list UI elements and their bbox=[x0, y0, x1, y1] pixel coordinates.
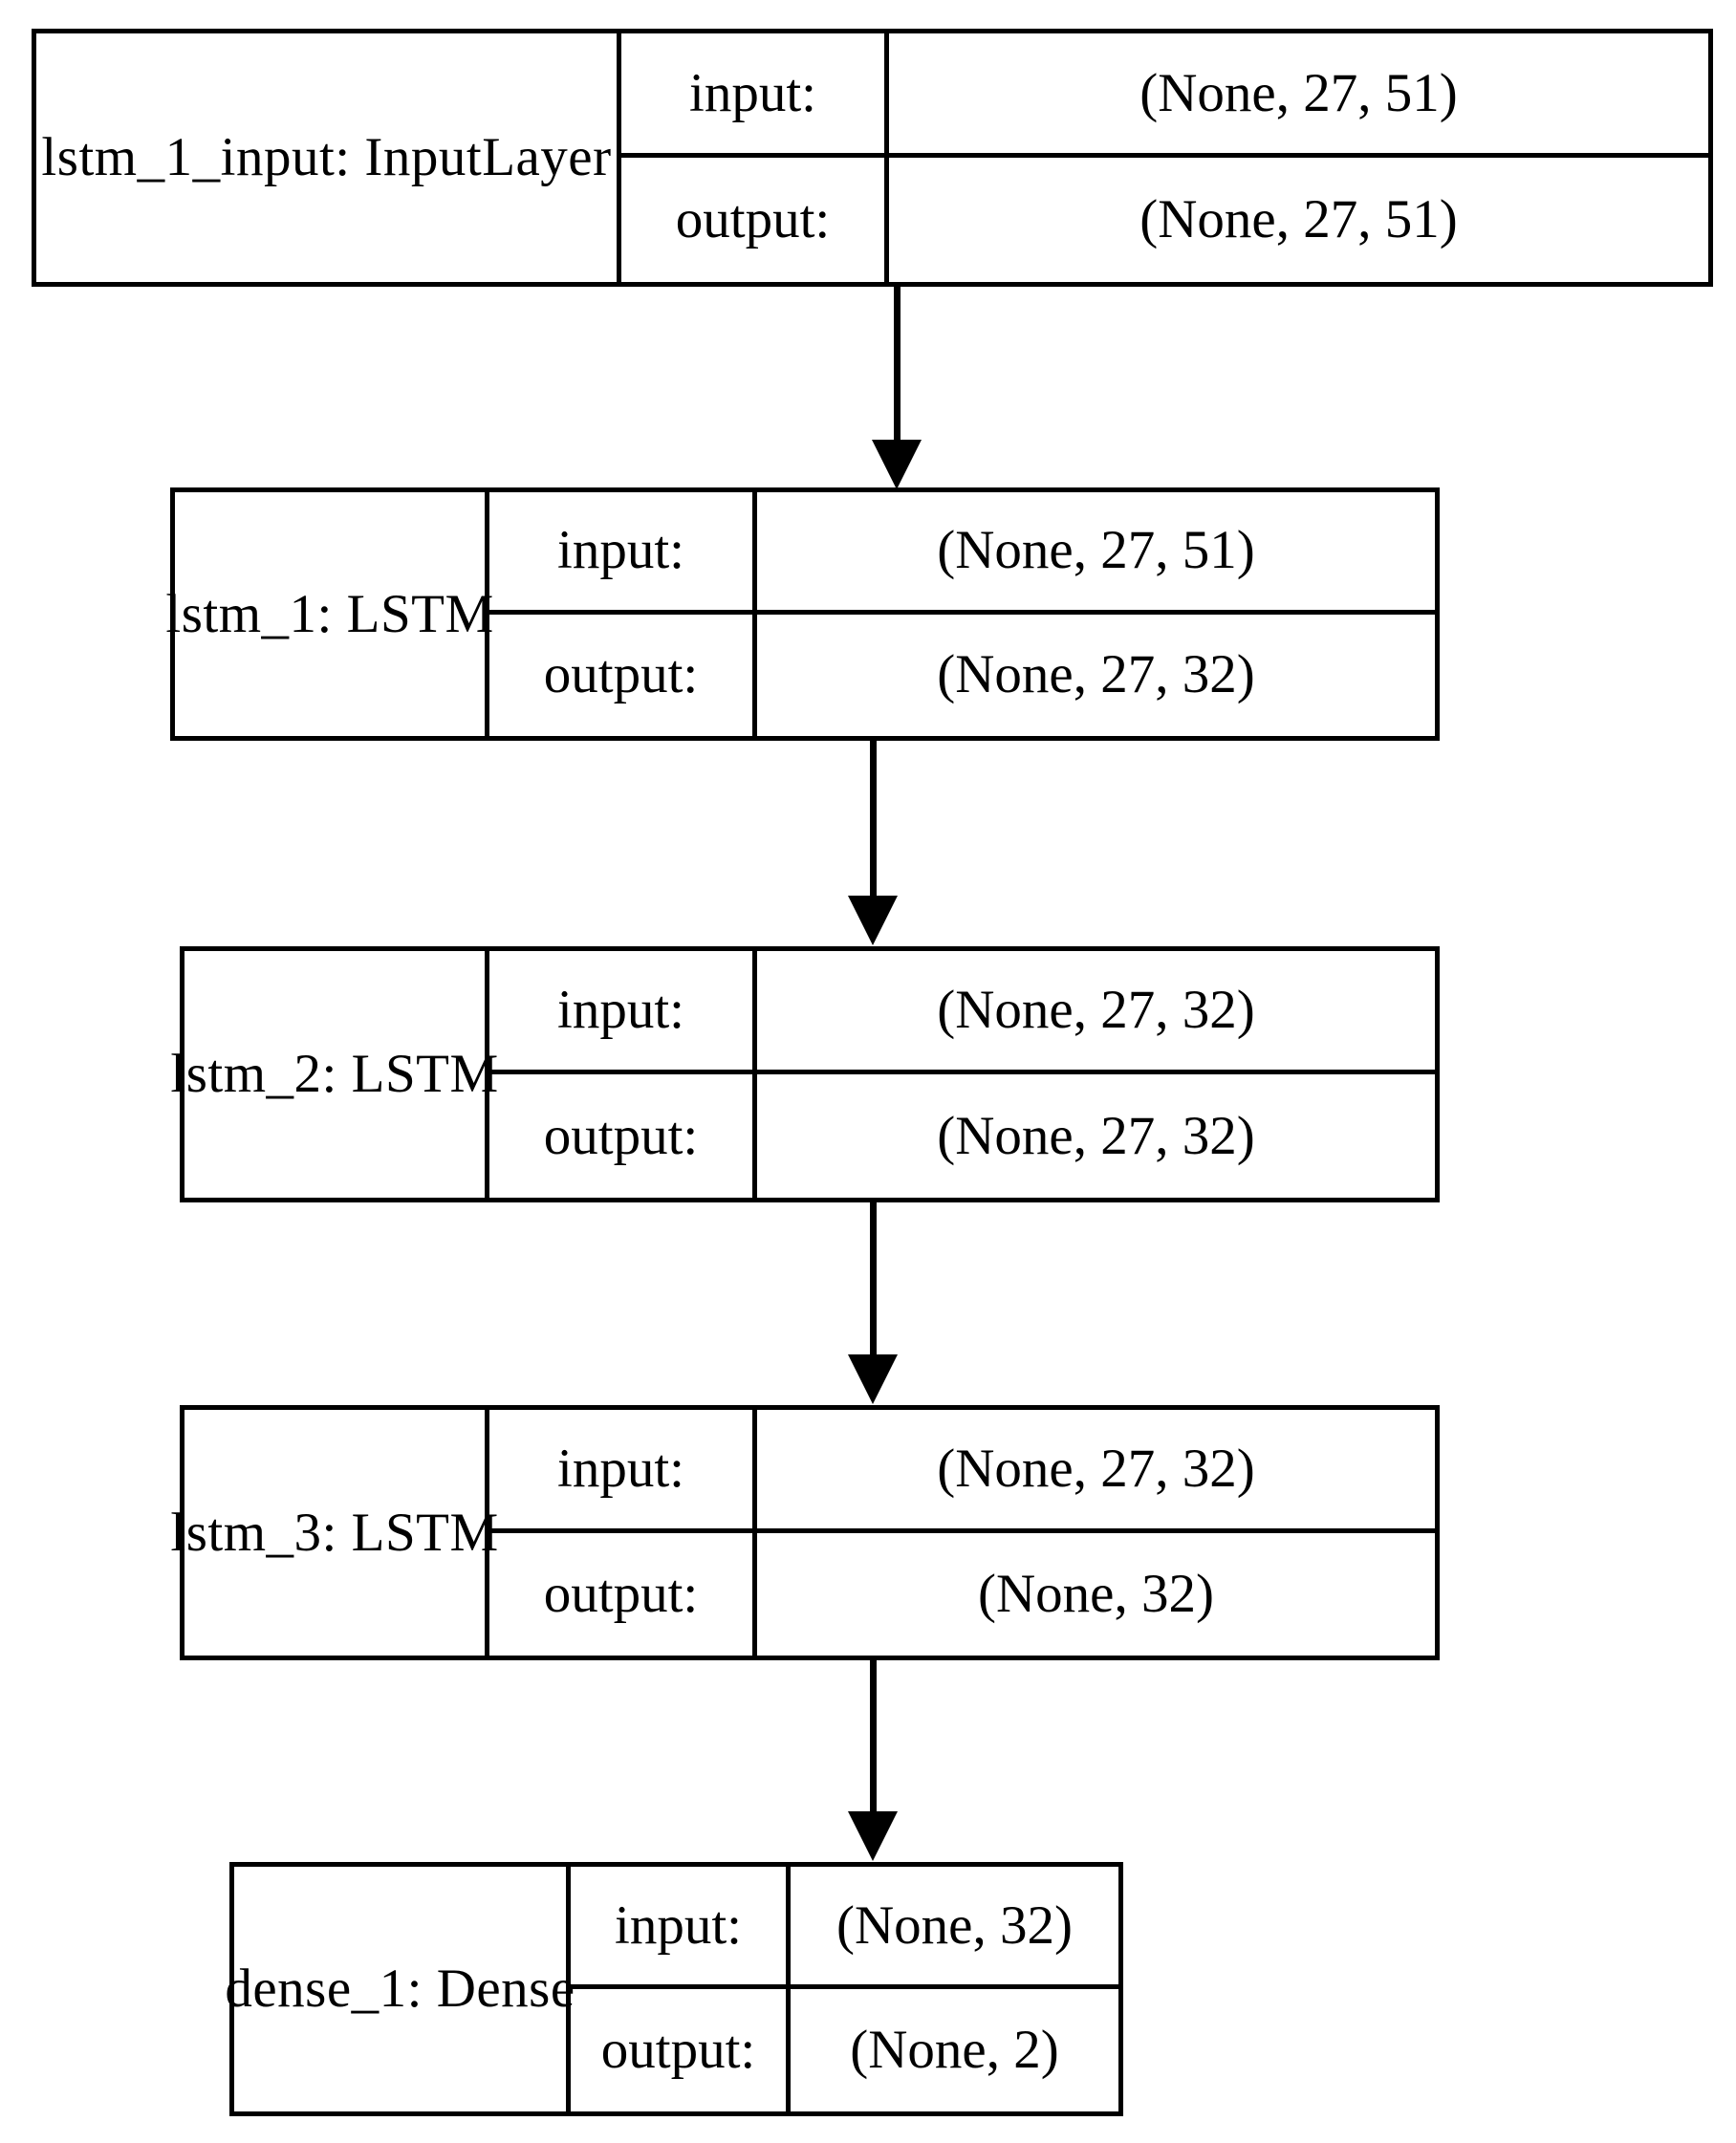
output-label-cell: output: bbox=[571, 1989, 786, 2111]
node-lstm-3[interactable]: lstm_3: LSTM input: (None, 27, 32) outpu… bbox=[170, 1405, 1440, 1660]
node-input-row: input: (None, 27, 32) bbox=[489, 1410, 1435, 1533]
edge-lstm-2-to-lstm-3 bbox=[848, 1202, 898, 1405]
input-label: input: bbox=[614, 1894, 742, 1956]
output-label: output: bbox=[543, 644, 699, 705]
edge-line bbox=[870, 1202, 877, 1360]
input-shape-cell: (None, 27, 32) bbox=[752, 951, 1435, 1070]
output-shape-cell: (None, 27, 51) bbox=[884, 158, 1708, 282]
node-label-cell: lstm_3: LSTM bbox=[170, 1410, 498, 1656]
input-label: input: bbox=[556, 1438, 684, 1499]
output-shape-value: (None, 2) bbox=[850, 2020, 1059, 2081]
output-label-cell: output: bbox=[621, 158, 884, 282]
output-label: output: bbox=[543, 1563, 699, 1624]
output-label-cell: output: bbox=[489, 615, 752, 737]
node-title: lstm_2: LSTM bbox=[170, 1044, 499, 1105]
node-title: lstm_1_input: InputLayer bbox=[41, 127, 612, 188]
edge-arrowhead-icon bbox=[848, 896, 898, 945]
node-input-row: input: (None, 27, 51) bbox=[489, 492, 1435, 615]
edge-arrowhead-icon bbox=[848, 1354, 898, 1404]
output-label-cell: output: bbox=[489, 1074, 752, 1198]
node-title: dense_1: Dense bbox=[225, 1959, 575, 2020]
input-label-cell: input: bbox=[571, 1867, 786, 1984]
node-label-cell: dense_1: Dense bbox=[225, 1867, 575, 2111]
input-label-cell: input: bbox=[489, 492, 752, 610]
edge-lstm-3-to-dense-1 bbox=[848, 1660, 898, 1862]
node-output-row: output: (None, 32) bbox=[489, 1532, 1435, 1656]
node-lstm-1-input[interactable]: lstm_1_input: InputLayer input: (None, 2… bbox=[32, 29, 1713, 287]
node-label-cell: lstm_1: LSTM bbox=[165, 492, 493, 736]
input-shape-cell: (None, 27, 51) bbox=[884, 33, 1708, 153]
node-lstm-1[interactable]: lstm_1: LSTM input: (None, 27, 51) outpu… bbox=[165, 487, 1440, 741]
input-label: input: bbox=[556, 520, 684, 581]
node-io-table: input: (None, 32) output: (None, 2) bbox=[566, 1867, 1118, 2111]
input-label-cell: input: bbox=[489, 1410, 752, 1528]
node-input-row: input: (None, 27, 51) bbox=[621, 33, 1708, 158]
output-label-cell: output: bbox=[489, 1533, 752, 1656]
output-shape-cell: (None, 27, 32) bbox=[752, 614, 1435, 736]
input-shape-value: (None, 27, 51) bbox=[937, 520, 1255, 581]
output-label: output: bbox=[600, 2020, 756, 2081]
node-io-table: input: (None, 27, 51) output: (None, 27,… bbox=[485, 492, 1435, 736]
input-shape-value: (None, 32) bbox=[836, 1894, 1073, 1956]
node-io-table: input: (None, 27, 51) output: (None, 27,… bbox=[617, 33, 1708, 282]
input-shape-cell: (None, 27, 32) bbox=[752, 1410, 1435, 1528]
edge-line bbox=[894, 287, 901, 445]
node-output-row: output: (None, 27, 51) bbox=[621, 158, 1708, 282]
edge-lstm-1-input-to-lstm-1 bbox=[872, 287, 922, 489]
node-io-table: input: (None, 27, 32) output: (None, 32) bbox=[485, 1410, 1435, 1656]
node-input-row: input: (None, 32) bbox=[571, 1867, 1118, 1989]
output-shape-value: (None, 27, 32) bbox=[937, 644, 1255, 705]
input-shape-cell: (None, 27, 51) bbox=[752, 492, 1435, 610]
output-shape-cell: (None, 27, 32) bbox=[752, 1074, 1435, 1198]
output-label: output: bbox=[675, 189, 831, 250]
input-shape-value: (None, 27, 32) bbox=[937, 1438, 1255, 1499]
node-title: lstm_3: LSTM bbox=[170, 1502, 499, 1563]
node-title: lstm_1: LSTM bbox=[165, 583, 494, 644]
output-shape-cell: (None, 2) bbox=[786, 1989, 1118, 2111]
output-shape-cell: (None, 32) bbox=[752, 1532, 1435, 1656]
input-label-cell: input: bbox=[489, 951, 752, 1070]
input-shape-value: (None, 27, 51) bbox=[1139, 62, 1458, 123]
edge-line bbox=[870, 741, 877, 901]
output-label: output: bbox=[543, 1105, 699, 1166]
output-shape-value: (None, 27, 32) bbox=[937, 1105, 1255, 1166]
node-label-cell: lstm_1_input: InputLayer bbox=[36, 33, 617, 282]
node-output-row: output: (None, 27, 32) bbox=[489, 614, 1435, 737]
edge-line bbox=[870, 1660, 877, 1817]
output-shape-value: (None, 32) bbox=[978, 1563, 1214, 1624]
input-label: input: bbox=[688, 62, 816, 123]
edge-lstm-1-to-lstm-2 bbox=[848, 741, 898, 946]
output-shape-value: (None, 27, 51) bbox=[1139, 189, 1458, 250]
node-input-row: input: (None, 27, 32) bbox=[489, 951, 1435, 1074]
edge-arrowhead-icon bbox=[848, 1811, 898, 1861]
node-output-row: output: (None, 27, 32) bbox=[489, 1074, 1435, 1198]
input-label-cell: input: bbox=[621, 33, 884, 153]
node-output-row: output: (None, 2) bbox=[571, 1989, 1118, 2111]
input-shape-value: (None, 27, 32) bbox=[937, 980, 1255, 1041]
node-dense-1[interactable]: dense_1: Dense input: (None, 32) output:… bbox=[225, 1862, 1123, 2116]
input-label: input: bbox=[556, 980, 684, 1041]
node-io-table: input: (None, 27, 32) output: (None, 27,… bbox=[485, 951, 1435, 1198]
edge-arrowhead-icon bbox=[872, 440, 922, 489]
input-shape-cell: (None, 32) bbox=[786, 1867, 1118, 1984]
node-lstm-2[interactable]: lstm_2: LSTM input: (None, 27, 32) outpu… bbox=[170, 946, 1440, 1202]
node-label-cell: lstm_2: LSTM bbox=[170, 951, 498, 1198]
